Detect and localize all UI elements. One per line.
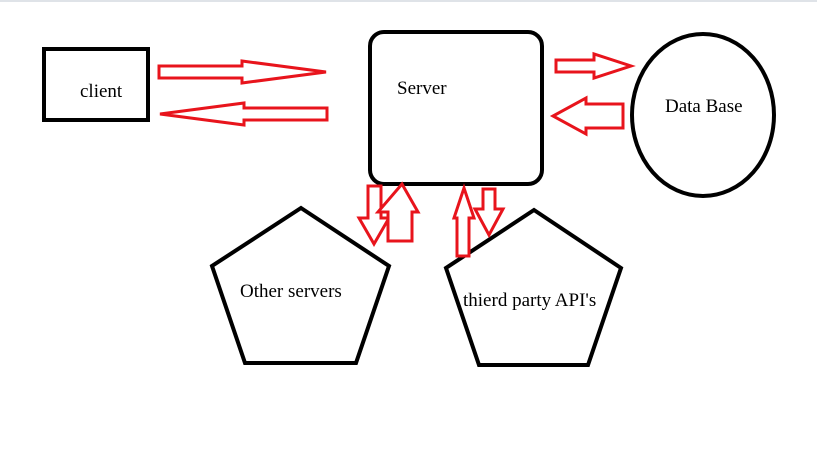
arrow-other-servers-to-server bbox=[374, 181, 421, 243]
server-node bbox=[368, 30, 544, 186]
window-top-border bbox=[0, 0, 817, 2]
third-party-label: thierd party API's bbox=[463, 290, 596, 311]
database-label: Data Base bbox=[665, 96, 743, 117]
client-node bbox=[42, 47, 150, 122]
arrow-server-to-other-servers bbox=[356, 184, 392, 248]
database-node bbox=[630, 32, 776, 198]
client-label: client bbox=[80, 81, 123, 102]
other-servers-node bbox=[209, 205, 392, 365]
server-label: Server bbox=[397, 78, 447, 99]
arrow-client-to-server bbox=[157, 59, 327, 85]
third-party-node bbox=[443, 207, 624, 367]
arrow-server-to-third-party bbox=[472, 187, 506, 239]
arrow-server-to-client bbox=[159, 101, 329, 127]
other-servers-label: Other servers bbox=[240, 281, 342, 302]
arrow-database-to-server bbox=[549, 95, 625, 137]
arrow-server-to-database bbox=[554, 51, 636, 81]
arrow-third-party-to-server bbox=[451, 183, 477, 258]
